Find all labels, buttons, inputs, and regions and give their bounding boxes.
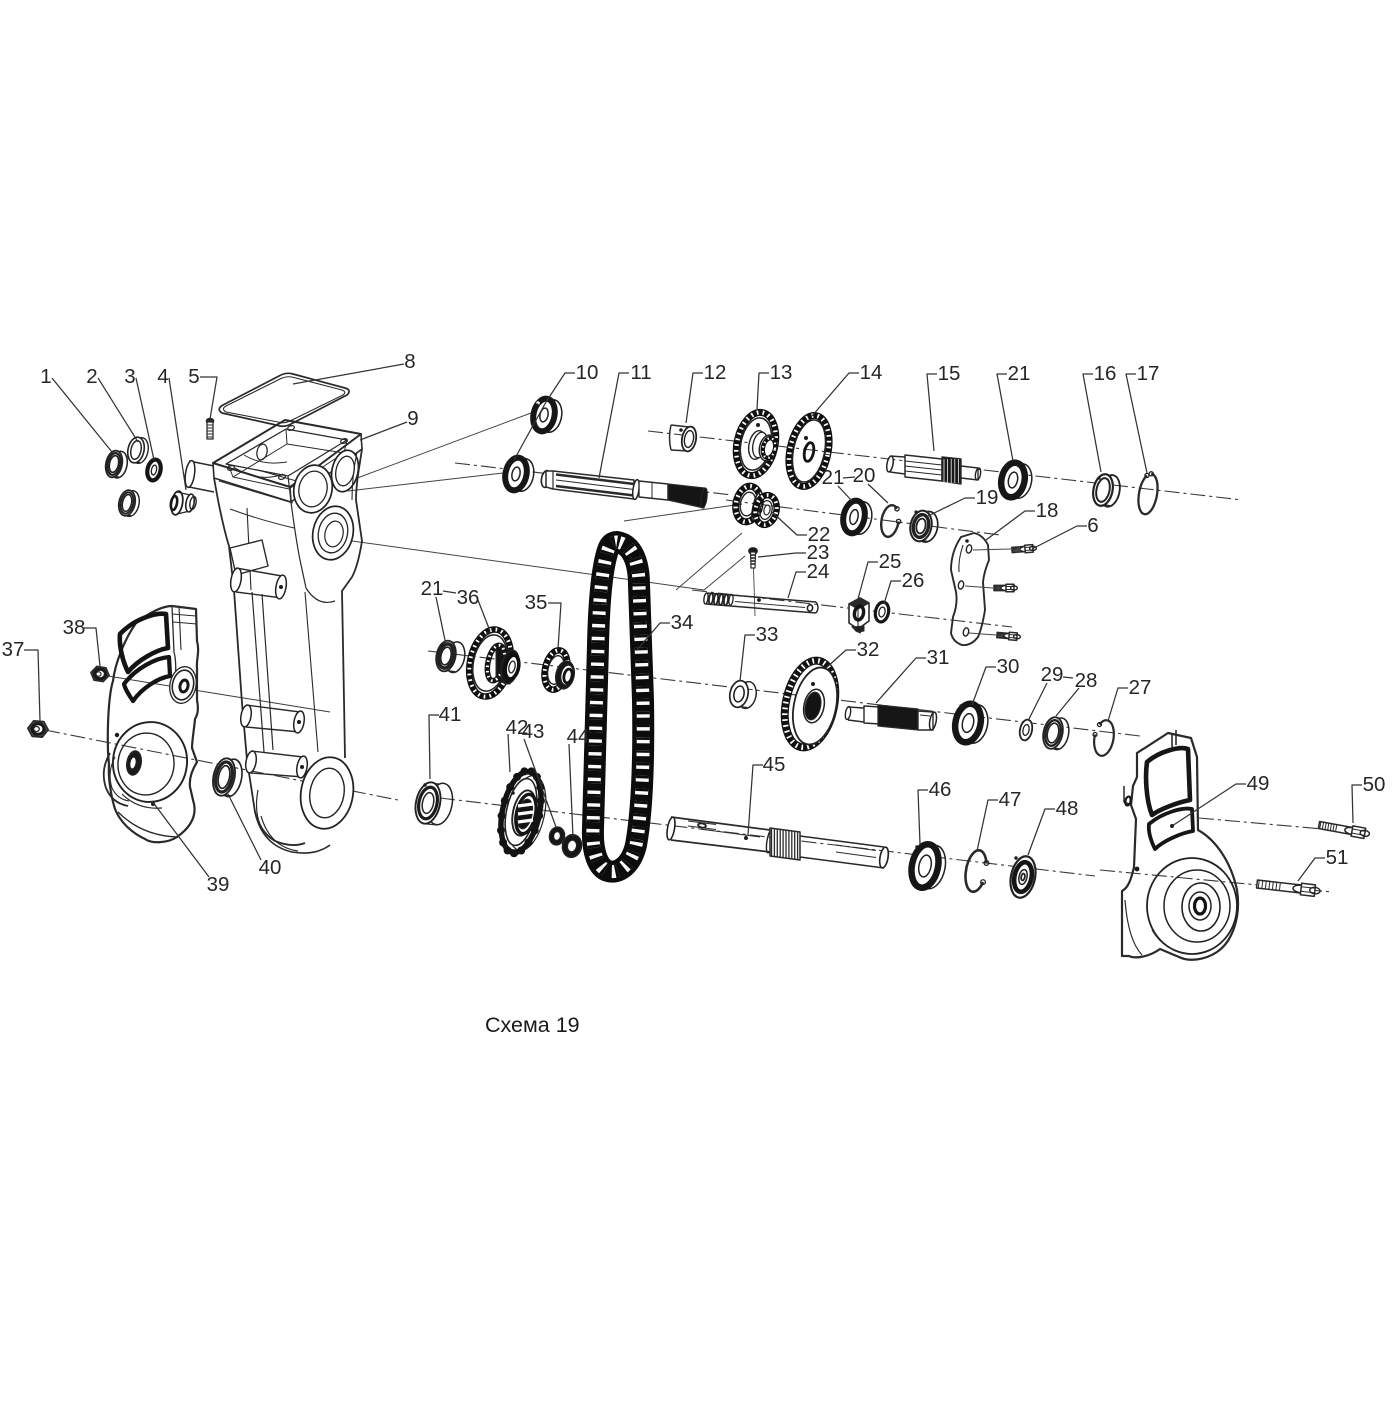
- svg-text:5: 5: [188, 365, 199, 388]
- svg-text:21: 21: [1008, 362, 1031, 385]
- svg-text:25: 25: [879, 550, 902, 573]
- svg-text:32: 32: [857, 638, 880, 661]
- svg-text:27: 27: [1129, 676, 1152, 699]
- svg-text:44: 44: [567, 725, 590, 748]
- svg-text:26: 26: [902, 569, 925, 592]
- svg-text:38: 38: [63, 616, 86, 639]
- svg-text:29: 29: [1041, 663, 1064, 686]
- svg-text:21: 21: [822, 466, 845, 489]
- svg-text:9: 9: [407, 407, 418, 430]
- svg-text:21: 21: [421, 577, 444, 600]
- svg-text:20: 20: [853, 464, 876, 487]
- svg-text:46: 46: [929, 778, 952, 801]
- svg-text:15: 15: [938, 362, 961, 385]
- svg-text:16: 16: [1094, 362, 1117, 385]
- svg-text:39: 39: [207, 873, 230, 896]
- svg-text:24: 24: [807, 560, 830, 583]
- svg-text:17: 17: [1137, 362, 1160, 385]
- svg-text:11: 11: [630, 361, 651, 384]
- svg-text:36: 36: [457, 586, 480, 609]
- svg-text:30: 30: [997, 655, 1020, 678]
- svg-text:4: 4: [157, 365, 168, 388]
- svg-text:3: 3: [124, 365, 135, 388]
- svg-text:34: 34: [671, 611, 694, 634]
- svg-text:12: 12: [704, 361, 727, 384]
- svg-text:43: 43: [522, 720, 545, 743]
- svg-text:6: 6: [1087, 514, 1098, 537]
- svg-text:10: 10: [576, 361, 599, 384]
- svg-text:33: 33: [756, 623, 779, 646]
- svg-text:2: 2: [86, 365, 97, 388]
- svg-text:48: 48: [1056, 797, 1079, 820]
- svg-text:31: 31: [927, 646, 950, 669]
- svg-text:35: 35: [525, 591, 548, 614]
- svg-text:50: 50: [1363, 773, 1386, 796]
- svg-text:19: 19: [976, 486, 999, 509]
- svg-text:41: 41: [439, 703, 462, 726]
- svg-text:8: 8: [404, 350, 415, 373]
- svg-text:Схема 19: Схема 19: [485, 1013, 580, 1037]
- svg-text:47: 47: [999, 788, 1022, 811]
- svg-text:37: 37: [2, 638, 25, 661]
- svg-text:1: 1: [40, 365, 51, 388]
- svg-text:18: 18: [1036, 499, 1059, 522]
- svg-text:49: 49: [1247, 772, 1270, 795]
- svg-text:13: 13: [770, 361, 793, 384]
- svg-text:14: 14: [860, 361, 883, 384]
- svg-text:40: 40: [259, 856, 282, 879]
- svg-text:51: 51: [1326, 846, 1349, 869]
- svg-text:45: 45: [763, 753, 786, 776]
